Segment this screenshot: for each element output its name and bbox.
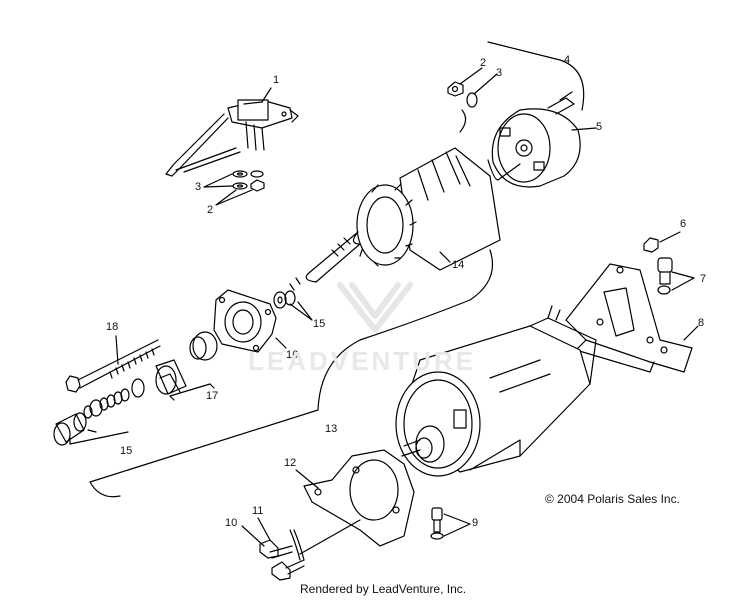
through-bolt-part-18 xyxy=(65,335,161,393)
callout-14: 14 xyxy=(452,259,465,271)
bracket-part-12 xyxy=(295,449,415,547)
callout-15-lower: 15 xyxy=(120,445,133,457)
leader-2b xyxy=(215,189,253,206)
washer-group-left xyxy=(232,170,265,192)
callout-6: 6 xyxy=(680,218,687,230)
callout-17: 17 xyxy=(206,390,219,402)
leader-11 xyxy=(257,517,271,541)
callout-13: 13 xyxy=(325,423,338,435)
leader-6 xyxy=(659,231,681,243)
callout-8: 8 xyxy=(698,317,705,329)
callout-10: 10 xyxy=(225,517,238,529)
leader-12 xyxy=(295,469,319,489)
spring-washers-lower xyxy=(83,378,145,419)
callout-2-left: 2 xyxy=(207,204,214,216)
callout-1: 1 xyxy=(273,74,280,86)
leader-10 xyxy=(241,525,265,547)
bolt-washer-part-9 xyxy=(430,507,471,540)
leader-5 xyxy=(571,127,597,131)
callout-7: 7 xyxy=(700,273,707,285)
copyright-notice: © 2004 Polaris Sales Inc. xyxy=(545,492,680,506)
leader-8 xyxy=(683,325,699,341)
bolts-part-10-11 xyxy=(241,517,361,581)
solenoid-part-1 xyxy=(165,99,299,177)
callout-4: 4 xyxy=(564,54,571,66)
pinion-assembly-part-17 xyxy=(155,331,218,401)
callout-15-upper: 15 xyxy=(313,318,326,330)
washers-part-15-upper xyxy=(273,290,313,321)
leader-15b xyxy=(87,429,97,433)
armature-part-14 xyxy=(289,147,521,291)
drive-housing-part-16 xyxy=(213,289,287,353)
callout-11: 11 xyxy=(252,505,264,517)
leader-1 xyxy=(261,87,272,103)
nut-washer-top-right xyxy=(447,67,498,133)
leader-16 xyxy=(275,337,287,349)
cap-part-15-lower xyxy=(53,412,129,446)
callout-16: 16 xyxy=(286,349,299,361)
bolt-washer-right xyxy=(643,231,695,295)
bracket-13 xyxy=(89,249,494,498)
leader-14 xyxy=(439,251,451,263)
watermark-logo xyxy=(337,282,413,333)
callout-3-left: 3 xyxy=(195,181,202,193)
callout-5: 5 xyxy=(596,121,603,133)
leader-3a xyxy=(203,173,233,188)
leader-18 xyxy=(115,335,119,365)
callout-3-top: 3 xyxy=(496,67,503,79)
starter-motor-body xyxy=(395,305,597,477)
callout-2-top: 2 xyxy=(480,57,487,69)
bracket-17 xyxy=(169,383,211,397)
render-credit: Rendered by LeadVenture, Inc. xyxy=(300,582,467,596)
watermark-text: LEADVENTURE xyxy=(248,346,477,376)
callout-9: 9 xyxy=(472,517,479,529)
mount-bracket-part-8 xyxy=(565,263,699,373)
bracket-4 xyxy=(487,41,585,111)
callout-18: 18 xyxy=(106,321,119,333)
callout-12: 12 xyxy=(284,457,297,469)
